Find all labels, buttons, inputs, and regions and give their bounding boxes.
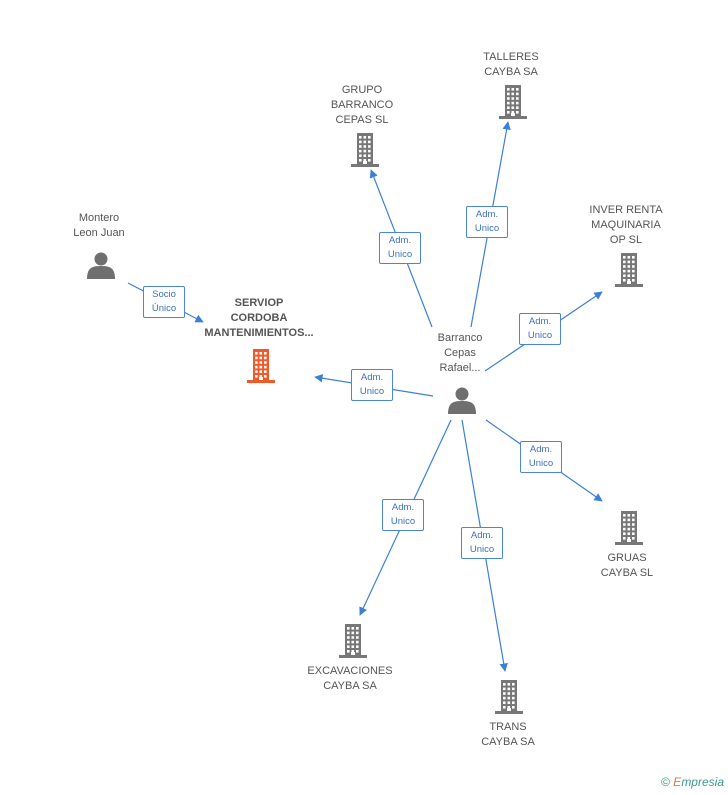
node-label-line: Barranco xyxy=(437,332,483,344)
building-icon[interactable] xyxy=(615,511,643,545)
node-label-line: EXCAVACIONES xyxy=(307,665,393,677)
building-icon[interactable] xyxy=(499,85,527,119)
node-label-trans[interactable]: TRANS CAYBA SA xyxy=(448,720,568,750)
node-label-talleres[interactable]: TALLERES CAYBA SA xyxy=(451,50,571,80)
node-label-grupo[interactable]: GRUPO BARRANCO CEPAS SL xyxy=(302,83,422,128)
relation-label-line: Unico xyxy=(527,330,553,341)
node-label-gruas[interactable]: GRUAS CAYBA SL xyxy=(567,551,687,581)
node-label-line: Rafael... xyxy=(439,362,481,374)
relation-label-line: Adm. xyxy=(360,372,384,383)
brand-name: mpresia xyxy=(681,775,724,789)
node-label-line: TRANS xyxy=(489,721,527,733)
building-icon[interactable] xyxy=(247,349,275,383)
copyright-symbol: © xyxy=(661,775,670,789)
relation-label-serviop[interactable]: Adm. Unico xyxy=(351,369,393,401)
relation-label-trans[interactable]: Adm. Unico xyxy=(461,527,503,559)
node-label-excav[interactable]: EXCAVACIONES CAYBA SA xyxy=(290,664,410,694)
relation-label-grupo[interactable]: Adm. Unico xyxy=(379,232,421,264)
node-label-line: TALLERES xyxy=(483,51,539,63)
relation-label-line: Adm. xyxy=(528,316,552,327)
relation-label-line: Unico xyxy=(528,458,554,469)
node-label-line: CEPAS SL xyxy=(335,114,389,126)
node-label-line: GRUAS xyxy=(607,552,647,564)
node-label-line: CAYBA SA xyxy=(481,736,535,748)
node-label-line: Cepas xyxy=(444,347,476,359)
relation-label-line: Adm. xyxy=(391,502,415,513)
relation-label-line: Adm. xyxy=(388,235,412,246)
relation-label-line: Socio xyxy=(152,289,176,300)
node-label-line: Leon Juan xyxy=(73,227,125,239)
node-label-line: CAYBA SA xyxy=(323,680,377,692)
building-icon[interactable] xyxy=(351,133,379,167)
node-label-line: BARRANCO xyxy=(330,99,394,111)
relation-label-inver[interactable]: Adm. Unico xyxy=(519,313,561,345)
node-label-line: GRUPO xyxy=(341,84,383,96)
node-label-line: MAQUINARIA xyxy=(591,219,661,231)
person-icon[interactable] xyxy=(87,252,115,280)
relation-label-line: Adm. xyxy=(470,530,494,541)
relation-label-line: Unico xyxy=(387,249,413,260)
relation-label-line: Único xyxy=(151,303,177,314)
node-label-line: OP SL xyxy=(609,234,643,246)
building-icon[interactable] xyxy=(615,253,643,287)
relation-label-line: Adm. xyxy=(529,444,553,455)
icons-layer xyxy=(87,85,643,714)
relation-label-line: Unico xyxy=(474,223,500,234)
footer-brand[interactable]: © Empresia xyxy=(661,775,724,789)
relation-label-line: Unico xyxy=(390,516,416,527)
building-icon[interactable] xyxy=(339,624,367,658)
node-label-line: Montero xyxy=(78,212,120,224)
relation-label-line: Unico xyxy=(469,544,495,555)
node-label-line: CORDOBA xyxy=(230,312,288,324)
relation-label-excav[interactable]: Adm. Unico xyxy=(382,499,424,531)
relation-label-line: Adm. xyxy=(475,209,499,220)
relation-label-gruas[interactable]: Adm. Unico xyxy=(520,441,562,473)
person-icon[interactable] xyxy=(448,387,476,415)
node-label-serviop[interactable]: SERVIOP CORDOBA MANTENIMIENTOS... xyxy=(189,296,329,341)
node-label-line: CAYBA SL xyxy=(600,567,654,579)
node-label-line: MANTENIMIENTOS... xyxy=(204,327,314,339)
brand-initial: E xyxy=(673,775,682,789)
node-label-line: INVER RENTA xyxy=(589,204,663,216)
relation-label-line: Unico xyxy=(359,386,385,397)
relation-label-talleres[interactable]: Adm. Unico xyxy=(466,206,508,238)
node-label-line: SERVIOP xyxy=(234,297,284,309)
node-label-inver[interactable]: INVER RENTA MAQUINARIA OP SL xyxy=(566,203,686,248)
node-label-line: CAYBA SA xyxy=(484,66,538,78)
building-icon[interactable] xyxy=(495,680,523,714)
